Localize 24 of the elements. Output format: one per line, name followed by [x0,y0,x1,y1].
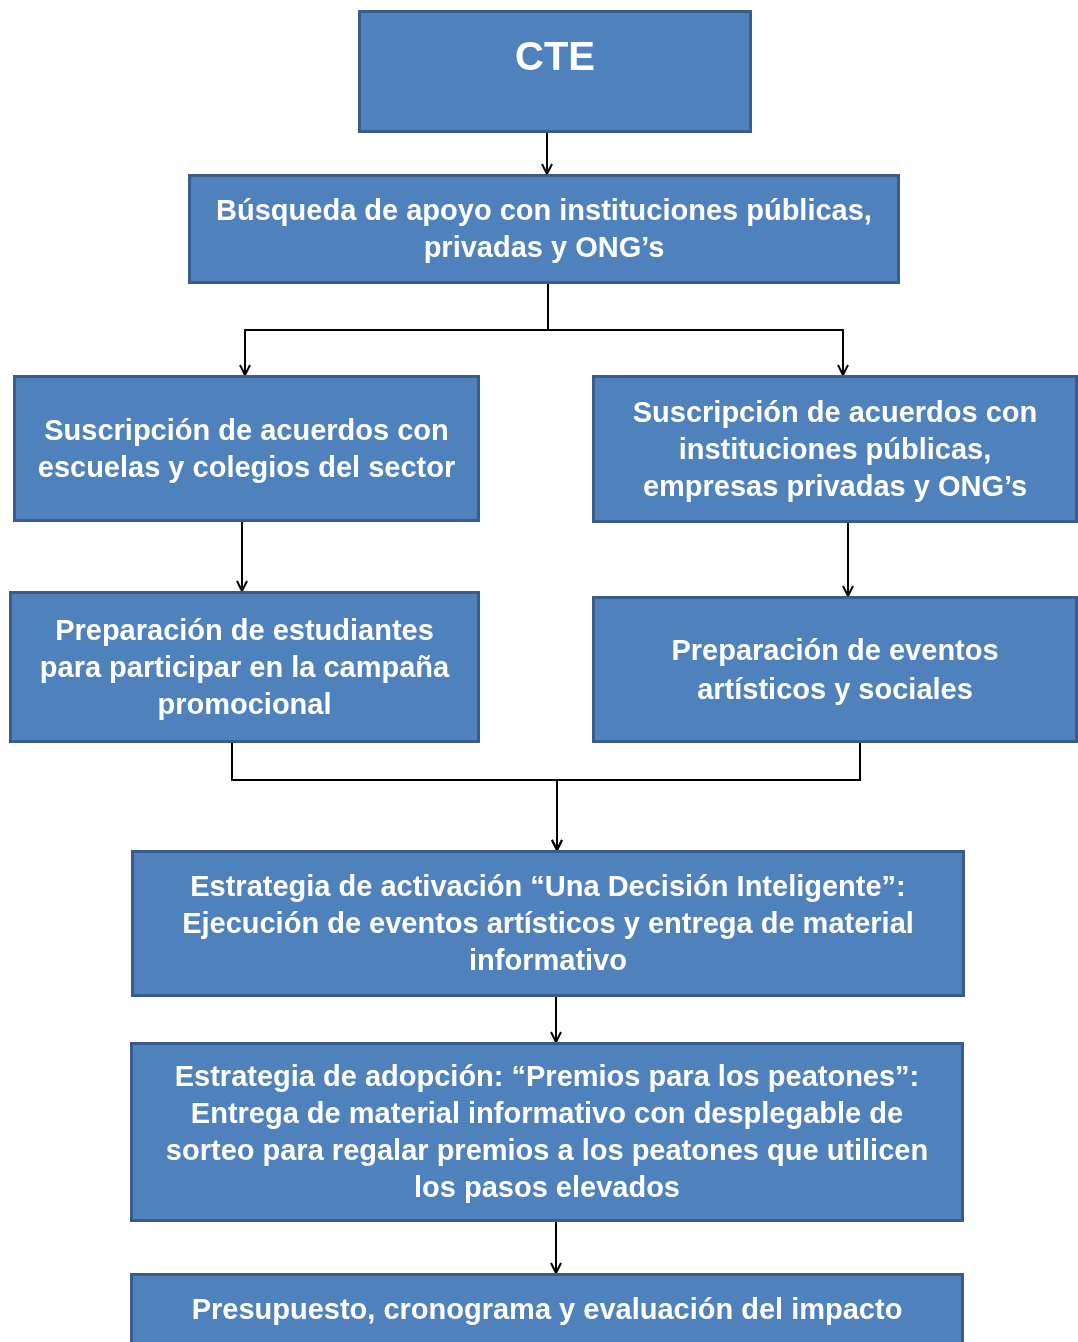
process-box [131,850,965,997]
arrow [550,1221,562,1274]
arrow [541,132,553,175]
box-label: CTE [515,33,595,80]
process-box [130,1273,964,1342]
box-label: Estrategia de activación “Una Decisión Inteligente”: Ejecución de eventos artísticos y entrega de material informativo [181,869,915,978]
arrow [550,996,562,1043]
process-box [358,10,752,133]
process-box [592,596,1078,743]
box-label: Presupuesto, cronograma y evaluación del impacto [191,1291,903,1327]
arrow [842,522,854,597]
process-box [188,174,900,284]
arrow [551,742,861,851]
box-label: Suscripción de acuerdos con escuelas y colegios del sector [36,412,457,485]
arrow [236,521,248,592]
box-label: Estrategia de adopción: “Premios para los peatones”: Entrega de material informativo con desplegable de sorteo para regalar premios a los peatones que utilicen los pasos elevados [164,1059,930,1205]
process-box [130,1042,964,1222]
process-box [592,375,1078,523]
box-label: Preparación de eventos artísticos y sociales [670,632,1000,707]
box-label: Búsqueda de apoyo con instituciones públicas, privadas y ONG’s [215,193,873,265]
box-label: Preparación de estudiantes para participar en la campaña promocional [38,612,451,722]
process-box [9,591,480,743]
process-box [13,375,480,522]
box-label: Suscripción de acuerdos con instituciones públicas, empresas privadas y ONG’s [631,394,1039,504]
